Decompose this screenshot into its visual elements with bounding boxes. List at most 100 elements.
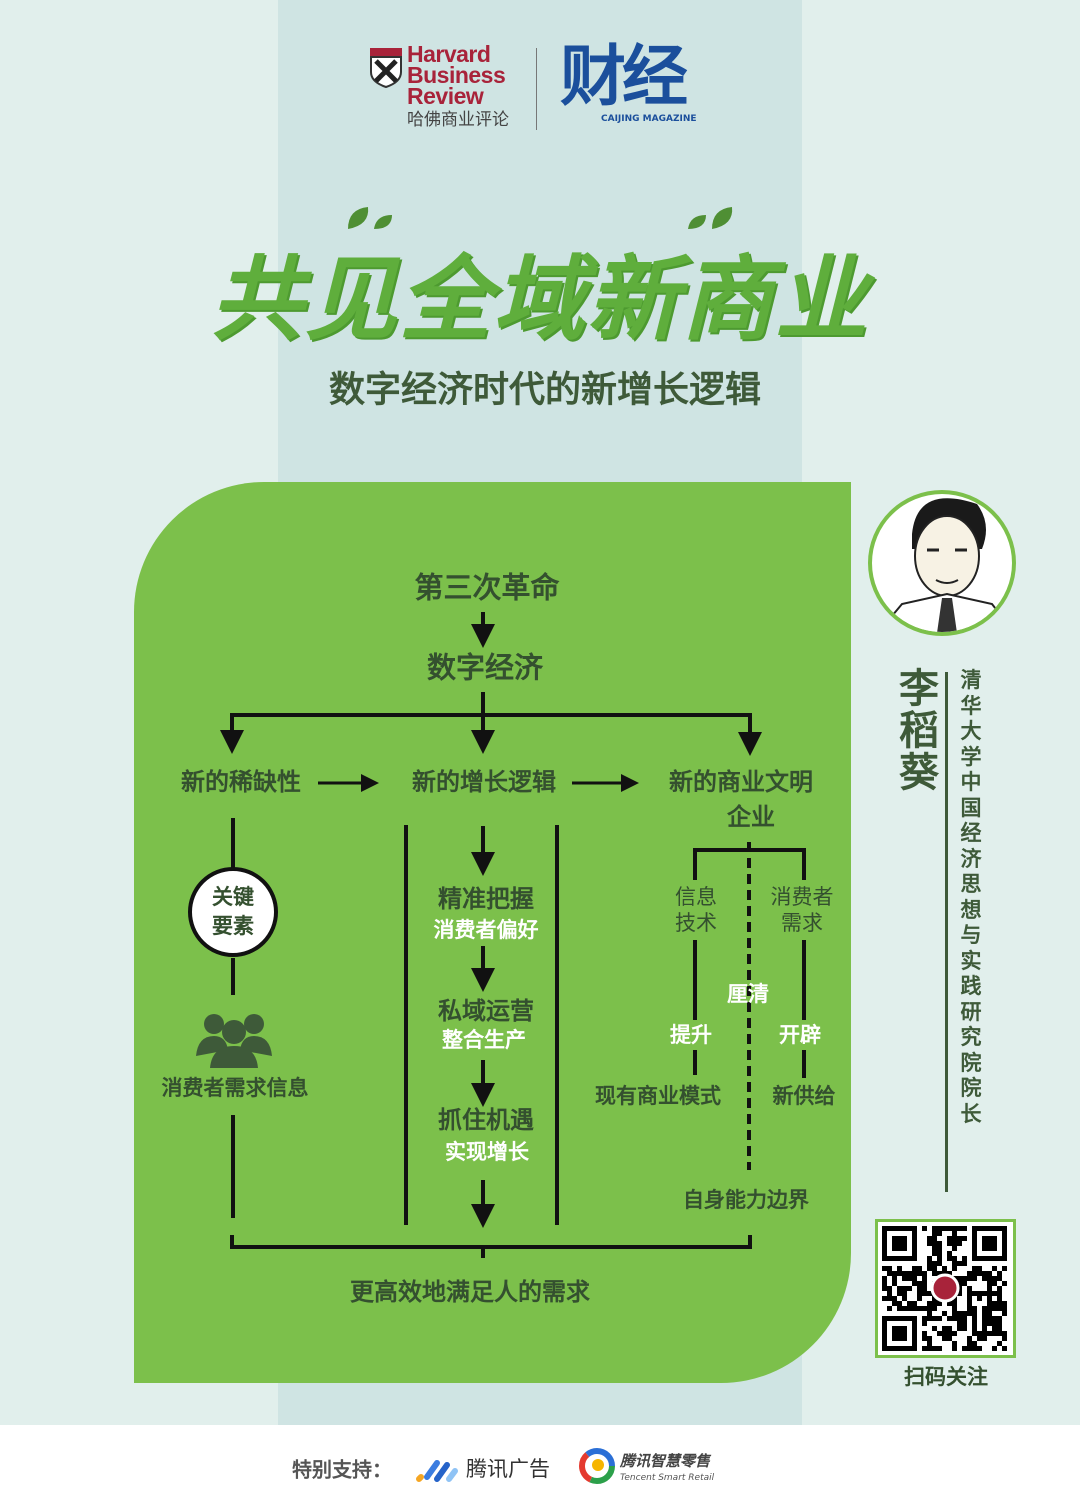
qr-module (972, 1341, 977, 1346)
qr-module (907, 1271, 912, 1276)
qr-module (992, 1326, 997, 1331)
leaf-icon (686, 205, 736, 235)
circle-text-2: 要素 (212, 913, 254, 938)
qr-module (997, 1341, 1002, 1346)
qr-module (997, 1271, 1002, 1276)
qr-module (972, 1291, 977, 1296)
qr-module (997, 1306, 1002, 1311)
qr-module (972, 1326, 977, 1331)
node-capability-boundary: 自身能力边界 (683, 1187, 809, 1212)
qr-module (912, 1276, 917, 1281)
qr-module (957, 1286, 962, 1291)
qr-module (992, 1321, 997, 1326)
qr-module (992, 1281, 997, 1286)
branch-info-tech-2: 技术 (675, 910, 717, 935)
qr-module (982, 1326, 987, 1331)
qr-module (962, 1346, 967, 1351)
qr-module (932, 1296, 937, 1301)
step-main: 抓住机遇 (438, 1106, 534, 1135)
qr-module (947, 1236, 952, 1241)
hbr-line3: Review (407, 83, 484, 109)
qr-module (887, 1271, 892, 1276)
qr-code[interactable] (875, 1219, 1016, 1358)
qr-module (932, 1271, 937, 1276)
qr-module (987, 1296, 992, 1301)
qr-module (1002, 1311, 1007, 1316)
qr-module (892, 1296, 897, 1301)
qr-module (997, 1326, 1002, 1331)
qr-module (977, 1331, 982, 1336)
node-new-growth-logic: 新的增长逻辑 (412, 768, 556, 797)
qr-module (952, 1301, 957, 1306)
qr-module (932, 1236, 937, 1241)
qr-finder (892, 1236, 907, 1251)
qr-module (882, 1276, 887, 1281)
qr-module (912, 1301, 917, 1306)
sponsor-tencent-retail-en: Tencent Smart Retail (620, 1473, 715, 1483)
qr-module (942, 1266, 947, 1271)
tencent-retail-logo-icon (578, 1446, 616, 1490)
step-main: 精准把握 (438, 885, 534, 914)
node-bottom-goal: 更高效地满足人的需求 (350, 1278, 590, 1307)
qr-module (997, 1276, 1002, 1281)
caijing-logo: 财经 (560, 38, 688, 115)
qr-module (962, 1321, 967, 1326)
qr-module (967, 1341, 972, 1346)
qr-module (992, 1266, 997, 1271)
qr-module (982, 1331, 987, 1336)
qr-module (927, 1311, 932, 1316)
qr-module (927, 1241, 932, 1246)
qr-module (922, 1306, 927, 1311)
qr-module (1002, 1336, 1007, 1341)
qr-module (952, 1231, 957, 1236)
qr-module (892, 1281, 897, 1286)
qr-module (927, 1341, 932, 1346)
qr-module (967, 1276, 972, 1281)
qr-module (907, 1276, 912, 1281)
logo-divider (536, 48, 537, 130)
qr-module (897, 1291, 902, 1296)
node-new-scarcity: 新的稀缺性 (181, 768, 301, 797)
qr-module (982, 1311, 987, 1316)
qr-module (967, 1311, 972, 1316)
portrait-avatar (868, 490, 1016, 636)
label-clarify: 厘清 (727, 981, 769, 1006)
qr-module (917, 1271, 922, 1276)
qr-module (977, 1271, 982, 1276)
qr-module (987, 1306, 992, 1311)
qr-module (937, 1301, 942, 1306)
qr-module (972, 1316, 977, 1321)
qr-module (992, 1301, 997, 1306)
qr-module (932, 1241, 937, 1246)
qr-module (932, 1306, 937, 1311)
qr-module (952, 1331, 957, 1336)
qr-module (947, 1316, 952, 1321)
qr-module (997, 1301, 1002, 1306)
qr-module (912, 1271, 917, 1276)
qr-module (922, 1331, 927, 1336)
qr-finder (982, 1236, 997, 1251)
qr-module (967, 1271, 972, 1276)
qr-module (917, 1291, 922, 1296)
qr-module (982, 1271, 987, 1276)
qr-module (957, 1236, 962, 1241)
qr-module (927, 1306, 932, 1311)
qr-module (937, 1246, 942, 1251)
qr-module (882, 1266, 887, 1271)
qr-module (922, 1321, 927, 1326)
qr-module (987, 1301, 992, 1306)
qr-module (937, 1226, 942, 1231)
qr-module (917, 1266, 922, 1271)
branch-consumer-demand: 消费者 (770, 884, 834, 909)
hbr-logo: Harvard Business Review (407, 43, 506, 109)
qr-module (902, 1291, 907, 1296)
qr-module (957, 1261, 962, 1266)
qr-module (987, 1311, 992, 1316)
qr-module (952, 1236, 957, 1241)
qr-module (942, 1311, 947, 1316)
qr-module (997, 1331, 1002, 1336)
qr-module (977, 1296, 982, 1301)
qr-module (937, 1256, 942, 1261)
qr-module (942, 1226, 947, 1231)
support-label: 特别支持： (292, 1457, 392, 1482)
